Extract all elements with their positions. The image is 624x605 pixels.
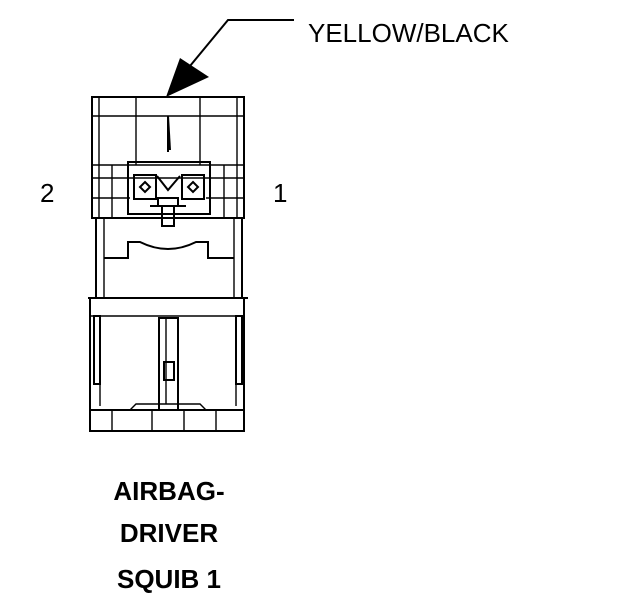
pin-2-terminal xyxy=(138,180,152,194)
pin-2-label: 2 xyxy=(40,178,55,208)
wire-color-callout: YELLOW/BLACK xyxy=(308,18,509,48)
connector-title-line-2: DRIVER xyxy=(119,518,219,548)
callout-leader xyxy=(166,19,294,97)
pin-1-label: 1 xyxy=(273,178,288,208)
connector-body-lower xyxy=(89,297,245,432)
terminal-cavity xyxy=(127,161,211,227)
connector-body-upper xyxy=(91,96,245,219)
connector-title-line-3: SQUIB 1 xyxy=(116,564,222,594)
locking-latch xyxy=(158,317,179,411)
pin-1-terminal xyxy=(186,180,200,194)
connector-body-middle xyxy=(88,217,248,299)
connector-title-line-1: AIRBAG- xyxy=(113,476,225,506)
